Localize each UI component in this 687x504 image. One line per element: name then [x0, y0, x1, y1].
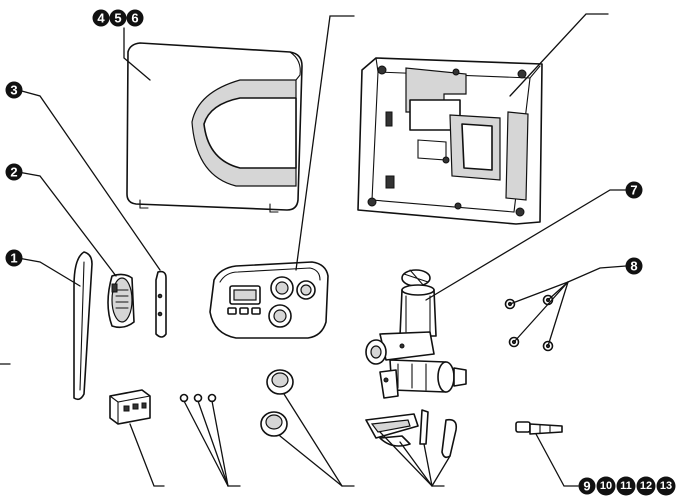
callout-4-label: 4 — [97, 11, 105, 26]
callout-3-label: 3 — [10, 83, 17, 98]
screws-part — [504, 294, 554, 352]
control-panel-part — [209, 261, 329, 339]
callout-2: 2 — [5, 163, 23, 181]
callout-13: 13 — [656, 476, 676, 496]
callout-7-label: 7 — [630, 183, 637, 198]
callout-11-label: 11 — [620, 480, 632, 492]
callout-9-label: 9 — [583, 479, 590, 494]
bracket-part — [109, 389, 151, 425]
callout-1-label: 1 — [10, 251, 17, 266]
callout-10: 10 — [596, 476, 616, 496]
callout-5: 5 — [109, 9, 127, 27]
small-screws-part — [179, 393, 217, 403]
thin-panel-part — [155, 270, 167, 338]
callout-9: 9 — [578, 477, 596, 495]
callout-6-label: 6 — [131, 11, 138, 26]
callout-8-label: 8 — [630, 259, 637, 274]
top-cover-part — [126, 42, 303, 213]
leader-lines — [0, 13, 627, 487]
round-caps-part — [260, 369, 294, 437]
callout-6: 6 — [126, 9, 144, 27]
callout-4: 4 — [92, 9, 110, 27]
callout-13-label: 13 — [660, 480, 672, 492]
callout-11: 11 — [616, 476, 636, 496]
callout-1: 1 — [5, 249, 23, 267]
callout-12-label: 12 — [640, 480, 652, 492]
callout-2-label: 2 — [10, 165, 17, 180]
clips-part — [365, 409, 458, 459]
callout-10-label: 10 — [600, 480, 612, 492]
callout-8: 8 — [625, 257, 643, 275]
callout-7: 7 — [625, 181, 643, 199]
callout-5-label: 5 — [114, 11, 121, 26]
pump-motor-part — [365, 269, 467, 399]
valve-fitting-part — [515, 421, 563, 435]
callout-12: 12 — [636, 476, 656, 496]
callout-3: 3 — [5, 81, 23, 99]
side-strip-part — [73, 251, 93, 401]
round-grille-part — [107, 273, 135, 329]
base-chassis-part — [357, 57, 543, 225]
